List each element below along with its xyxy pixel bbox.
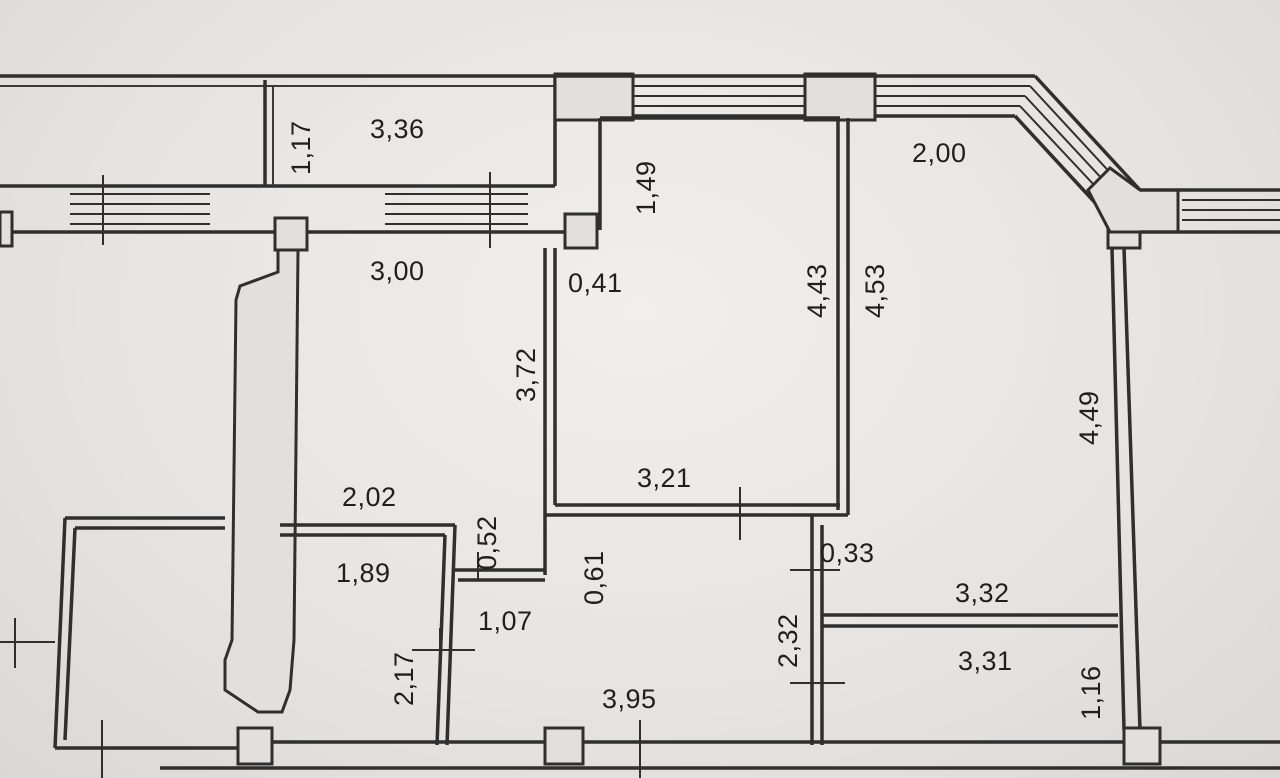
dim-label: 3,72 <box>511 347 541 402</box>
room-right <box>822 247 1142 731</box>
dim-label: 3,95 <box>602 684 657 714</box>
column-bottom-1 <box>236 726 274 766</box>
corridor-lower <box>739 487 845 745</box>
column-bottom-3 <box>1122 726 1162 766</box>
exterior-wall-bottom <box>160 720 1280 778</box>
dim-label: 4,43 <box>802 263 832 318</box>
column-center <box>563 212 599 250</box>
window-left-2 <box>385 172 528 248</box>
angled-bay-wall <box>1013 74 1180 234</box>
dim-label: 4,53 <box>860 263 890 318</box>
column-bottom-2 <box>543 726 585 766</box>
dim-label: 3,21 <box>637 463 692 493</box>
dim-label: 2,00 <box>912 138 967 168</box>
column-top-1 <box>553 72 635 122</box>
partition-left-tall <box>223 248 300 714</box>
window-right <box>1140 188 1280 234</box>
column-left <box>273 216 309 252</box>
dim-label: 1,17 <box>286 120 316 175</box>
dim-label: 4,49 <box>1074 390 1104 445</box>
dim-label: 1,16 <box>1076 665 1106 720</box>
dim-label: 2,02 <box>342 482 397 512</box>
dim-label: 3,00 <box>370 256 425 286</box>
dim-label: 3,31 <box>958 646 1013 676</box>
dim-label: 3,36 <box>370 114 425 144</box>
room-bathroom <box>280 523 545 746</box>
dim-label: 0,61 <box>579 550 609 605</box>
dim-label: 2,32 <box>773 613 803 668</box>
dim-label: 0,41 <box>568 268 623 298</box>
window-left-1 <box>0 175 210 248</box>
room-central <box>543 116 850 575</box>
room-left-lower <box>0 516 245 778</box>
dim-label: 1,89 <box>336 558 391 588</box>
window-top-band <box>555 74 1035 118</box>
dim-label: 0,33 <box>820 538 875 568</box>
dim-label: 3,32 <box>955 578 1010 608</box>
column-top-2 <box>803 72 877 122</box>
dim-label: 1,49 <box>631 160 661 215</box>
dim-label: 1,07 <box>478 606 533 636</box>
dim-label: 2,17 <box>389 651 419 706</box>
dim-label: 0,52 <box>472 515 502 570</box>
